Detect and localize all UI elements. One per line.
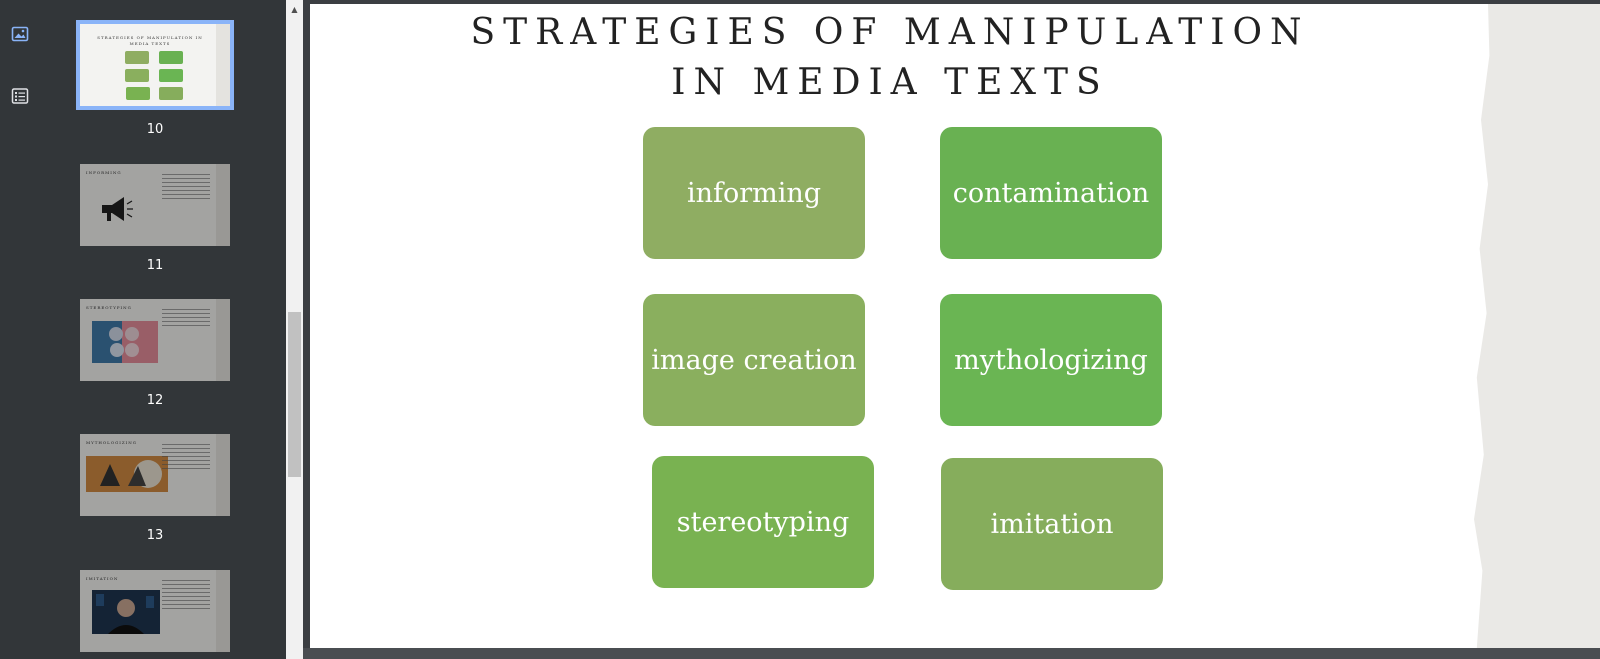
thumbnail-page-13[interactable]: MYTHOLOGIZING 13 bbox=[80, 434, 230, 543]
thumbnail-page-10[interactable]: STRATEGIES OF MANIPULATION IN MEDIA TEXT… bbox=[76, 20, 234, 137]
thumbnail-box bbox=[159, 69, 183, 82]
faces-illustration-icon bbox=[92, 321, 158, 363]
thumbnail-title: MYTHOLOGIZING bbox=[86, 440, 137, 445]
outline-view-button[interactable] bbox=[8, 84, 32, 108]
strategy-box-imitation[interactable]: imitation bbox=[941, 458, 1163, 590]
thumbnail-text bbox=[162, 580, 210, 610]
thumbnail-box bbox=[125, 69, 149, 82]
thumbnail-panel: STRATEGIES OF MANIPULATION IN MEDIA TEXT… bbox=[40, 0, 286, 659]
thumbnails-view-button[interactable] bbox=[8, 22, 32, 46]
thumbnail-box bbox=[126, 87, 150, 100]
strategy-box-image-creation[interactable]: image creation bbox=[643, 294, 865, 426]
thumbnail-scrollbar[interactable]: ▲ bbox=[286, 0, 303, 659]
torn-paper-edge bbox=[1474, 4, 1600, 648]
thumbnail-page-14[interactable]: IMITATION bbox=[80, 570, 230, 652]
viewer-bottom-gutter bbox=[303, 648, 1600, 659]
thumbnail-paper-edge bbox=[216, 299, 230, 381]
sidebar-rail bbox=[0, 0, 40, 659]
slide-page: STRATEGIES OF MANIPULATION IN MEDIA TEXT… bbox=[310, 4, 1600, 648]
thumbnail-image: MYTHOLOGIZING bbox=[80, 434, 230, 516]
thumbnail-paper-edge bbox=[216, 570, 230, 652]
thumbnail-image: STEREOTYPING bbox=[80, 299, 230, 381]
thumbnail-paper-edge bbox=[216, 164, 230, 246]
thumbnail-box bbox=[159, 51, 183, 64]
thumbnail-page-number: 10 bbox=[146, 122, 164, 137]
thumbnail-page-number: 11 bbox=[146, 258, 164, 273]
thumbnail-title: INFORMING bbox=[86, 170, 122, 175]
mythology-illustration-icon bbox=[86, 456, 168, 492]
thumbnail-text bbox=[162, 174, 210, 200]
thumbnail-title: STEREOTYPING bbox=[86, 305, 132, 310]
thumbnail-page-number: 12 bbox=[146, 393, 164, 408]
image-icon bbox=[11, 26, 29, 42]
thumbnail-text bbox=[162, 309, 210, 327]
thumbnail-page-number: 13 bbox=[146, 528, 164, 543]
thumbnail-box bbox=[159, 87, 183, 100]
thumbnail-paper-edge bbox=[216, 24, 230, 106]
thumbnail-image: INFORMING bbox=[80, 164, 230, 246]
list-icon bbox=[11, 88, 29, 104]
thumbnail-image: IMITATION bbox=[80, 570, 230, 652]
thumbnail-title: STRATEGIES OF MANIPULATION IN MEDIA TEXT… bbox=[97, 35, 203, 46]
scroll-up-arrow-icon[interactable]: ▲ bbox=[291, 5, 298, 14]
thumbnail-box bbox=[125, 51, 149, 64]
thumbnail-image: STRATEGIES OF MANIPULATION IN MEDIA TEXT… bbox=[76, 20, 234, 110]
strategy-box-contamination[interactable]: contamination bbox=[940, 127, 1162, 259]
thumbnail-title: IMITATION bbox=[86, 576, 119, 581]
thumbnail-page-12[interactable]: STEREOTYPING 12 bbox=[80, 299, 230, 408]
thumbnail-paper-edge bbox=[216, 434, 230, 516]
megaphone-icon bbox=[102, 197, 133, 221]
thumbnail-page-11[interactable]: INFORMING 11 bbox=[80, 164, 230, 273]
thumbnail-text bbox=[162, 444, 210, 472]
portrait-photo-icon bbox=[92, 590, 160, 634]
strategy-box-stereotyping[interactable]: stereotyping bbox=[652, 456, 874, 588]
strategy-box-informing[interactable]: informing bbox=[643, 127, 865, 259]
scrollbar-thumb[interactable] bbox=[288, 312, 301, 477]
strategy-box-mythologizing[interactable]: mythologizing bbox=[940, 294, 1162, 426]
slide-title: STRATEGIES OF MANIPULATION IN MEDIA TEXT… bbox=[470, 12, 1310, 103]
